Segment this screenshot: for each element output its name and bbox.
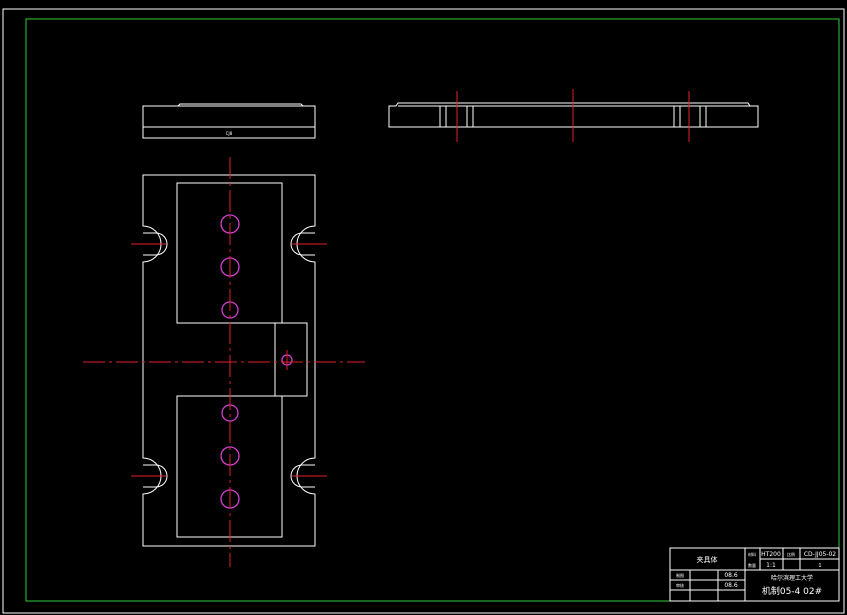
title-qty-value: 1:1 bbox=[766, 562, 776, 569]
outer-border bbox=[2, 8, 845, 614]
title-qty-small: 1 bbox=[818, 563, 821, 569]
side-view-centerlines bbox=[456, 89, 690, 142]
title-material-value: HT200 bbox=[761, 551, 781, 558]
title-block bbox=[669, 547, 840, 602]
title-scale-label: 比例 bbox=[787, 551, 795, 557]
title-material-label: 材料 bbox=[748, 551, 756, 557]
title-drawn-date: 08.6 bbox=[724, 572, 738, 579]
left-elevation-view bbox=[142, 103, 316, 139]
title-school: 哈尔滨理工大学 bbox=[771, 574, 813, 582]
title-drawing-no: CD-JJ05-02 bbox=[804, 551, 836, 558]
elevation-small-label: CJ8 bbox=[226, 131, 233, 136]
title-checked-date: 08.6 bbox=[724, 582, 738, 589]
drawing-frame bbox=[25, 18, 840, 602]
title-qty-label: 数量 bbox=[748, 562, 756, 568]
title-drawn-label: 制图 bbox=[676, 572, 684, 578]
title-checked-label: 审核 bbox=[676, 582, 684, 588]
title-part-name: 夹具体 bbox=[697, 555, 718, 564]
plan-view-centerlines bbox=[83, 157, 365, 567]
title-class-id: 机制05-4 02# bbox=[762, 585, 822, 597]
